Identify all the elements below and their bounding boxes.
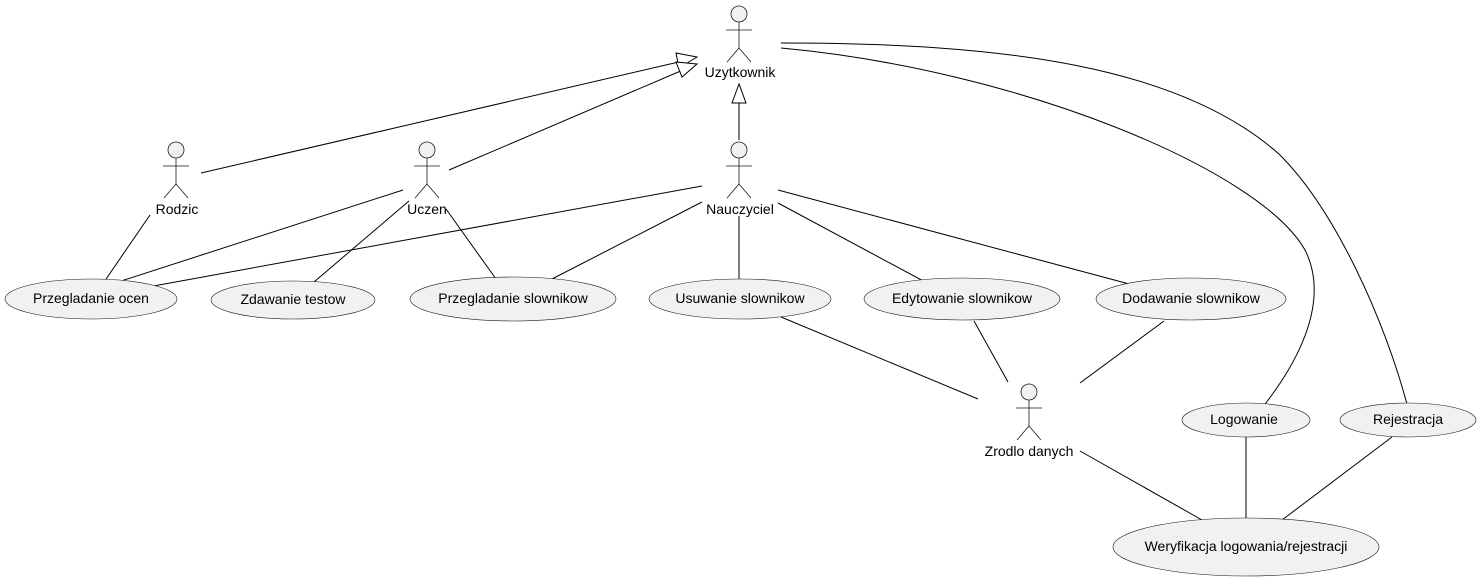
stick-figure-icon — [726, 5, 752, 63]
actor-zrodlo-danych[interactable]: Zrodlo danych — [985, 383, 1074, 459]
actor-label-uczen: Uczen — [407, 201, 447, 217]
use-case-dodawanie-slownikow[interactable]: Dodawanie slownikow — [1095, 277, 1287, 321]
association-uzytkownik-logowanie — [780, 47, 1315, 409]
use-case-usuwanie-slownikow[interactable]: Usuwanie slownikow — [648, 278, 832, 320]
generalization-rodzic-uzytkownik — [200, 60, 684, 174]
use-case-label: Weryfikacja logowania/rejestracji — [1145, 538, 1348, 554]
arrowhead-nauczyciel — [731, 82, 747, 104]
actor-nauczyciel[interactable]: Nauczyciel — [706, 141, 774, 217]
stick-figure-icon — [1016, 383, 1042, 441]
actor-rodzic[interactable]: Rodzic — [156, 141, 199, 217]
association-rodzic-przegladanie-ocen — [103, 214, 151, 283]
use-case-label: Logowanie — [1210, 411, 1278, 427]
association-nauczyciel-przegladanie-ocen — [147, 185, 703, 288]
association-usuwanie-zrodlo — [780, 316, 979, 400]
use-case-rejestracja[interactable]: Rejestracja — [1339, 402, 1477, 438]
association-edytowanie-zrodlo — [973, 320, 1009, 383]
association-dodawanie-zrodlo — [1079, 320, 1165, 384]
use-case-label: Przegladanie slownikow — [438, 290, 588, 306]
actor-uzytkownik[interactable]: Uzytkownik — [705, 5, 777, 80]
stick-figure-icon — [414, 141, 440, 199]
association-uczen-przegladanie-slownikow — [445, 208, 497, 280]
actor-uczen[interactable]: Uczen — [407, 141, 447, 217]
association-nauczyciel-edytowanie-slownikow — [777, 202, 928, 284]
actor-label-rodzic: Rodzic — [156, 201, 199, 217]
use-case-edytowanie-slownikow[interactable]: Edytowanie slownikow — [863, 277, 1061, 321]
use-case-label: Dodawanie slownikow — [1122, 290, 1261, 306]
actor-label-uzytkownik: Uzytkownik — [705, 64, 777, 80]
use-case-logowanie[interactable]: Logowanie — [1181, 402, 1311, 438]
association-rejestracja-weryfikacja — [1281, 436, 1393, 521]
association-zrodlo-weryfikacja — [1079, 450, 1203, 521]
use-case-label: Edytowanie slownikow — [892, 290, 1033, 306]
association-uczen-zdawanie-testow — [313, 200, 410, 283]
association-uczen-przegladanie-ocen — [117, 189, 404, 283]
actor-label-nauczyciel: Nauczyciel — [706, 201, 774, 217]
use-case-weryfikacja[interactable]: Weryfikacja logowania/rejestracji — [1112, 517, 1380, 577]
associations — [103, 42, 1409, 521]
stick-figure-icon — [163, 141, 189, 199]
association-nauczyciel-dodawanie-slownikow — [777, 189, 1134, 286]
use-case-zdawanie-testow[interactable]: Zdawanie testow — [210, 280, 376, 320]
use-case-label: Przegladanie ocen — [33, 290, 149, 306]
association-nauczyciel-przegladanie-slownikow — [549, 201, 703, 281]
generalization-arrowheads — [675, 52, 747, 104]
use-case-label: Usuwanie slownikow — [675, 290, 805, 306]
arrowhead-uczen — [675, 61, 699, 78]
generalization-uczen-uzytkownik — [448, 69, 684, 171]
actor-label-zrodlo-danych: Zrodlo danych — [985, 443, 1074, 459]
association-uzytkownik-rejestracja — [780, 42, 1409, 409]
stick-figure-icon — [726, 141, 752, 199]
use-case-przegladanie-ocen[interactable]: Przegladanie ocen — [4, 278, 178, 320]
use-case-label: Rejestracja — [1373, 411, 1443, 427]
use-case-label: Zdawanie testow — [240, 291, 346, 307]
use-case-przegladanie-slownikow[interactable]: Przegladanie slownikow — [409, 276, 617, 322]
